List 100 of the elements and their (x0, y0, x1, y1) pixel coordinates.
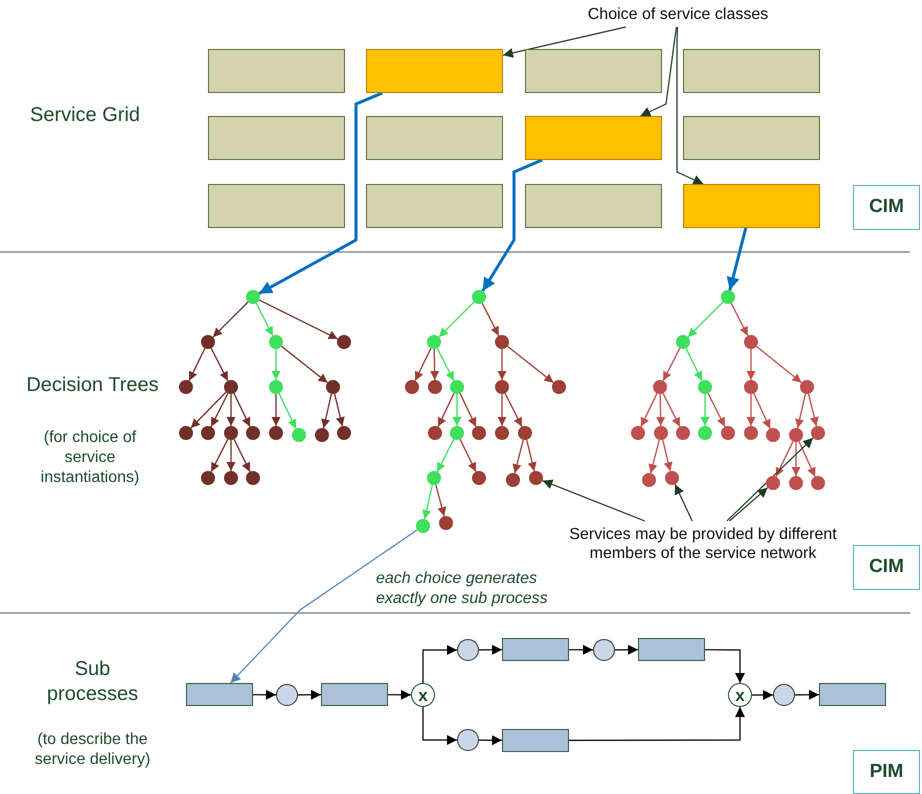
tree-node (179, 380, 193, 394)
tree-node (552, 380, 566, 394)
service-class-box (683, 116, 820, 160)
tree-node (428, 380, 442, 394)
arrow (430, 348, 440, 380)
arrow (481, 158, 543, 292)
tree-node (416, 519, 430, 533)
service-class-box (366, 49, 503, 93)
gateway-circle: x (728, 683, 752, 707)
tree-node (450, 426, 464, 440)
tree-node (721, 426, 735, 440)
tree-node (439, 516, 453, 530)
arrow (656, 394, 666, 426)
service-class-box (525, 49, 662, 93)
arrow (498, 349, 506, 380)
tree-node (179, 426, 193, 440)
arrow (798, 441, 816, 477)
arrow (512, 440, 524, 474)
arrow (210, 348, 228, 382)
arrow (662, 440, 673, 472)
arrow (746, 394, 756, 426)
task-box (502, 638, 569, 661)
arrow (795, 394, 806, 428)
tree-node (427, 471, 441, 485)
arrow (334, 394, 345, 426)
tree-node (269, 426, 283, 440)
tree-node (529, 471, 543, 485)
arrow (210, 393, 228, 427)
event-circle (593, 639, 615, 661)
event-circle (457, 639, 479, 661)
service-class-box (366, 116, 503, 160)
arrow (460, 439, 476, 472)
tree-node (472, 426, 486, 440)
service-class-box (208, 184, 345, 228)
level-tag: CIM (853, 185, 920, 230)
arrow (438, 301, 475, 338)
tree-node (246, 471, 260, 485)
arrow (569, 644, 593, 655)
arrow (542, 480, 646, 522)
arrow (321, 394, 332, 428)
arrow (210, 438, 228, 472)
tree-node (811, 476, 825, 490)
task-box (638, 638, 705, 661)
tree-node (315, 428, 329, 442)
event-circle (457, 729, 479, 751)
tree-node (766, 476, 780, 490)
arrow (640, 393, 658, 427)
arrow (298, 690, 321, 700)
arrow (281, 346, 328, 384)
arrow (226, 440, 236, 471)
arrow (674, 484, 693, 522)
tree-node (269, 335, 283, 349)
arrow (188, 348, 206, 381)
tree-node (676, 335, 690, 349)
arrow (422, 645, 457, 683)
arrow (459, 393, 477, 427)
arrow (258, 92, 383, 295)
arrow (687, 301, 724, 338)
tree-node (428, 426, 442, 440)
arrow (479, 735, 502, 746)
tree-node (337, 426, 351, 440)
level-tag: PIM (853, 750, 920, 794)
tree-node (800, 380, 814, 394)
tree-node (224, 471, 238, 485)
arrow (190, 392, 227, 428)
arrow (708, 393, 726, 427)
tree-node (698, 426, 712, 440)
tree-node (744, 426, 758, 440)
section-note: (for choice of service instantiations) (40, 428, 140, 488)
arrow (507, 346, 554, 384)
arrow (686, 348, 702, 381)
annotation-text: Choice of service classes (566, 3, 790, 27)
task-box (321, 683, 388, 706)
arrow (756, 346, 802, 384)
service-class-box (683, 184, 820, 228)
tree-node (337, 335, 351, 349)
arrow (662, 393, 680, 427)
tree-node (427, 335, 441, 349)
tree-node (811, 426, 825, 440)
section-note: (to describe the service delivery) (34, 730, 152, 770)
arrow (272, 349, 280, 380)
tree-node (506, 473, 520, 487)
arrow (259, 300, 338, 340)
arrow (278, 393, 297, 429)
arrow (482, 302, 500, 336)
tree-node (269, 380, 283, 394)
arrow (226, 394, 236, 426)
tree-node (631, 426, 645, 440)
service-class-box (683, 49, 820, 93)
arrow (436, 438, 454, 472)
arrow (676, 26, 704, 185)
task-box (819, 683, 886, 706)
tree-node (292, 428, 306, 442)
tree-node (642, 473, 656, 487)
tree-node (224, 380, 238, 394)
tree-node (698, 380, 712, 394)
arrow (726, 228, 748, 291)
tree-node (744, 380, 758, 394)
service-class-box (525, 184, 662, 228)
arrow (253, 690, 276, 700)
